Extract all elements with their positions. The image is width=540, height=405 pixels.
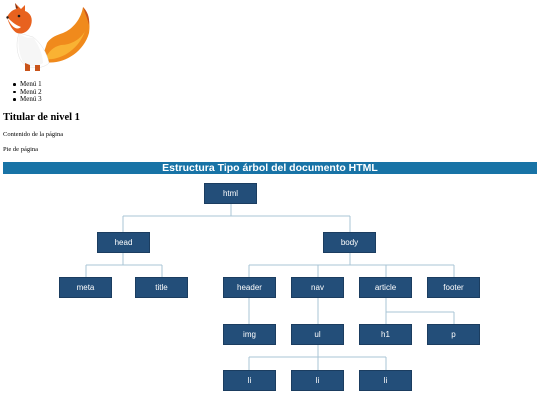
menu-item[interactable]: Menú 3 [13, 95, 42, 103]
node-li: li [291, 370, 344, 391]
node-body: body [323, 232, 376, 253]
node-header: header [223, 277, 276, 298]
menu-list: Menú 1 Menú 2 Menú 3 [13, 80, 42, 104]
node-p: p [427, 324, 480, 345]
menu-item[interactable]: Menú 1 [13, 80, 42, 88]
node-img: img [223, 324, 276, 345]
node-html: html [204, 183, 257, 204]
node-head: head [97, 232, 150, 253]
page-footer: Pie de página [3, 146, 39, 153]
page-content: Contenido de la página [3, 131, 64, 138]
node-meta: meta [59, 277, 112, 298]
diagram-title: Estructura Tipo árbol del documento HTML [3, 162, 537, 174]
node-footer: footer [427, 277, 480, 298]
node-h1: h1 [359, 324, 412, 345]
node-nav: nav [291, 277, 344, 298]
node-ul: ul [291, 324, 344, 345]
node-li: li [359, 370, 412, 391]
node-article: article [359, 277, 412, 298]
node-title: title [135, 277, 188, 298]
node-li: li [223, 370, 276, 391]
menu-item[interactable]: Menú 2 [13, 87, 42, 96]
page-heading: Titular de nivel 1 [3, 112, 80, 123]
fox-logo-icon [6, 3, 90, 71]
